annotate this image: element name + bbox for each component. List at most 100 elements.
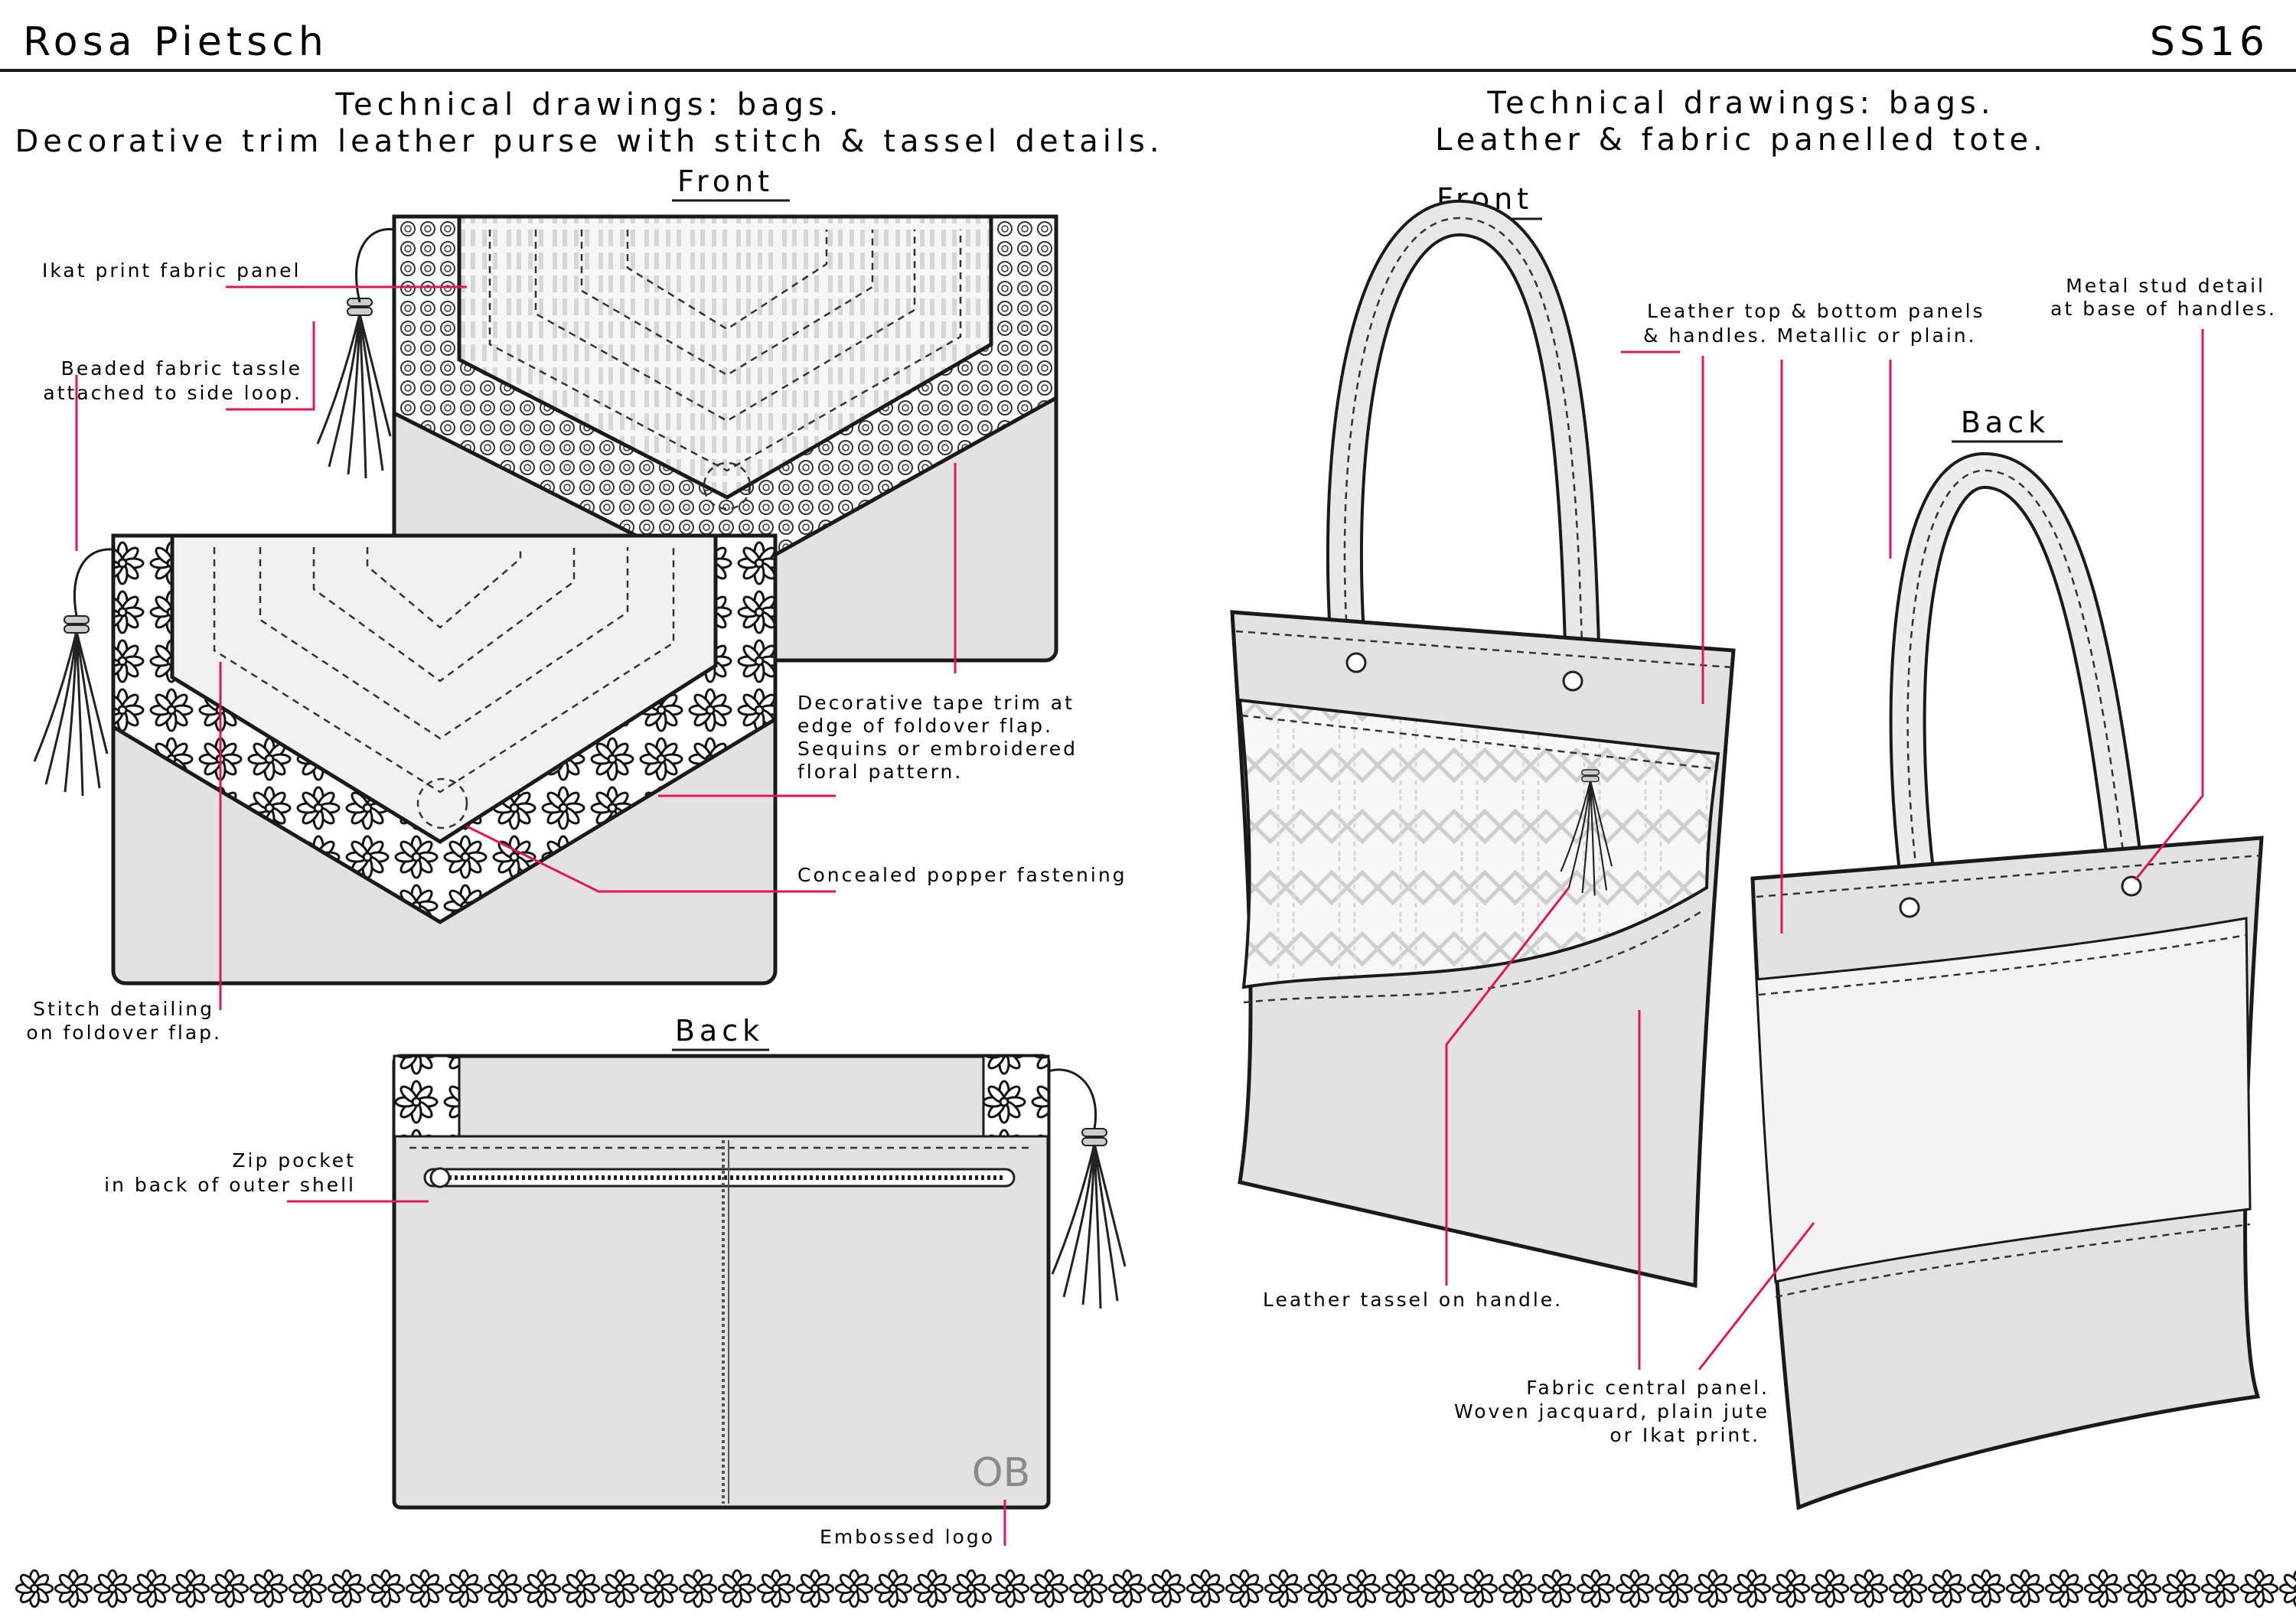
- flower-motif-icon: [54, 1569, 93, 1608]
- flower-motif-icon: [1810, 1569, 1850, 1608]
- flower-motif-icon: [2083, 1569, 2123, 1608]
- flower-motif-icon: [639, 1569, 679, 1608]
- tassel-icon: [33, 614, 109, 797]
- flower-motif-icon: [2161, 1569, 2201, 1608]
- flower-motif-icon: [1264, 1569, 1303, 1608]
- flower-motif-icon: [795, 1569, 835, 1608]
- flower-motif-icon: [2044, 1569, 2084, 1608]
- designer-name: Rosa Pietsch: [23, 19, 328, 65]
- flower-motif-icon: [1029, 1569, 1069, 1608]
- callout-fabric-line1: Fabric central panel.: [1526, 1377, 1769, 1399]
- flower-motif-icon: [1576, 1569, 1616, 1608]
- left-title-line2: Decorative trim leather purse with stitc…: [15, 124, 1163, 159]
- callout-tassel-line2: attached to side loop.: [43, 382, 302, 404]
- flower-motif-icon: [1966, 1569, 2006, 1608]
- callout-fabric-line2: Woven jacquard, plain jute: [1454, 1400, 1769, 1423]
- right-title-line1: Technical drawings: bags.: [1486, 86, 1994, 121]
- callout-tape-line4: floral pattern.: [797, 761, 963, 783]
- flower-motif-icon: [1459, 1569, 1499, 1608]
- callout-leather-line1: Leather top & bottom panels: [1647, 300, 1985, 322]
- callout-embossed-logo: Embossed logo: [820, 1526, 995, 1548]
- tote-front: [1230, 200, 1736, 1289]
- flower-motif-icon: [717, 1569, 757, 1608]
- tote-back: [1750, 452, 2264, 1511]
- tassel-icon: [316, 297, 392, 480]
- floral-border: [15, 1569, 2296, 1608]
- flower-motif-icon: [483, 1569, 523, 1608]
- flower-motif-icon: [444, 1569, 484, 1608]
- purse-front-floral: [33, 533, 778, 986]
- callout-stud-line2: at base of handles.: [2050, 298, 2277, 320]
- purse-back: OB: [392, 1054, 1127, 1510]
- flower-motif-icon: [1068, 1569, 1108, 1608]
- flower-motif-icon: [2239, 1569, 2279, 1608]
- tassel-icon: [1051, 1127, 1127, 1310]
- flower-motif-icon: [951, 1569, 991, 1608]
- flower-motif-icon: [1537, 1569, 1577, 1608]
- callout-popper: Concealed popper fastening: [797, 864, 1127, 886]
- flower-motif-icon: [2200, 1569, 2240, 1608]
- flower-motif-icon: [873, 1569, 913, 1608]
- flower-motif-icon: [1186, 1569, 1225, 1608]
- flower-motif-icon: [1498, 1569, 1538, 1608]
- callout-leather-line2: & handles. Metallic or plain.: [1643, 324, 1977, 347]
- flower-motif-icon: [522, 1569, 562, 1608]
- flower-motif-icon: [1225, 1569, 1264, 1608]
- flower-motif-icon: [990, 1569, 1030, 1608]
- stud-icon: [1899, 897, 1920, 918]
- flower-motif-icon: [1771, 1569, 1811, 1608]
- callout-ikat-panel: Ikat print fabric panel: [42, 259, 301, 282]
- callout-tape-line1: Decorative tape trim at: [797, 692, 1075, 714]
- callout-tape-line3: Sequins or embroidered: [797, 738, 1078, 760]
- callout-stitch-line1: Stitch detailing: [33, 998, 214, 1020]
- flower-motif-icon: [2122, 1569, 2162, 1608]
- callout-zip-line2: in back of outer shell: [104, 1174, 356, 1196]
- stud-icon: [1562, 670, 1583, 692]
- season-code: SS16: [2150, 19, 2269, 65]
- callout-tape-line2: edge of foldover flap.: [797, 715, 1053, 737]
- flower-motif-icon: [405, 1569, 445, 1608]
- flower-motif-icon: [678, 1569, 718, 1608]
- stud-icon: [2121, 875, 2142, 897]
- flower-motif-icon: [249, 1569, 289, 1608]
- left-title-line1: Technical drawings: bags.: [334, 87, 843, 122]
- callout-tassel-line1: Beaded fabric tassle: [61, 357, 302, 380]
- flower-motif-icon: [366, 1569, 406, 1608]
- stud-icon: [1345, 652, 1367, 673]
- flower-motif-icon: [1732, 1569, 1772, 1608]
- flower-motif-icon: [1107, 1569, 1147, 1608]
- flower-motif-icon: [210, 1569, 249, 1608]
- flower-motif-icon: [1146, 1569, 1186, 1608]
- left-back-label: Back: [675, 1014, 764, 1048]
- flower-motif-icon: [2005, 1569, 2045, 1608]
- flower-motif-icon: [1693, 1569, 1733, 1608]
- zip-icon: [423, 1167, 1016, 1188]
- flower-motif-icon: [1654, 1569, 1694, 1608]
- flower-motif-icon: [756, 1569, 796, 1608]
- flower-motif-icon: [600, 1569, 640, 1608]
- callout-stitch-line2: on foldover flap.: [26, 1022, 222, 1044]
- flower-motif-icon: [912, 1569, 952, 1608]
- flower-motif-icon: [2278, 1569, 2296, 1608]
- flower-motif-icon: [1342, 1569, 1381, 1608]
- flower-motif-icon: [561, 1569, 601, 1608]
- callout-zip-line1: Zip pocket: [232, 1149, 356, 1172]
- flower-motif-icon: [288, 1569, 328, 1608]
- flower-motif-icon: [834, 1569, 874, 1608]
- flower-motif-icon: [15, 1569, 54, 1608]
- left-front-label: Front: [677, 165, 774, 198]
- flower-motif-icon: [132, 1569, 171, 1608]
- flower-motif-icon: [1381, 1569, 1420, 1608]
- flower-motif-icon: [1615, 1569, 1655, 1608]
- flower-motif-icon: [1303, 1569, 1342, 1608]
- callout-fabric-line3: or Ikat print.: [1609, 1424, 1760, 1446]
- flower-motif-icon: [1420, 1569, 1459, 1608]
- flower-motif-icon: [93, 1569, 132, 1608]
- embossed-logo: OB: [972, 1450, 1031, 1496]
- flower-motif-icon: [1927, 1569, 1967, 1608]
- right-title-line2: Leather & fabric panelled tote.: [1435, 122, 2047, 158]
- flower-motif-icon: [327, 1569, 367, 1608]
- flower-motif-icon: [171, 1569, 210, 1608]
- flower-motif-icon: [1849, 1569, 1889, 1608]
